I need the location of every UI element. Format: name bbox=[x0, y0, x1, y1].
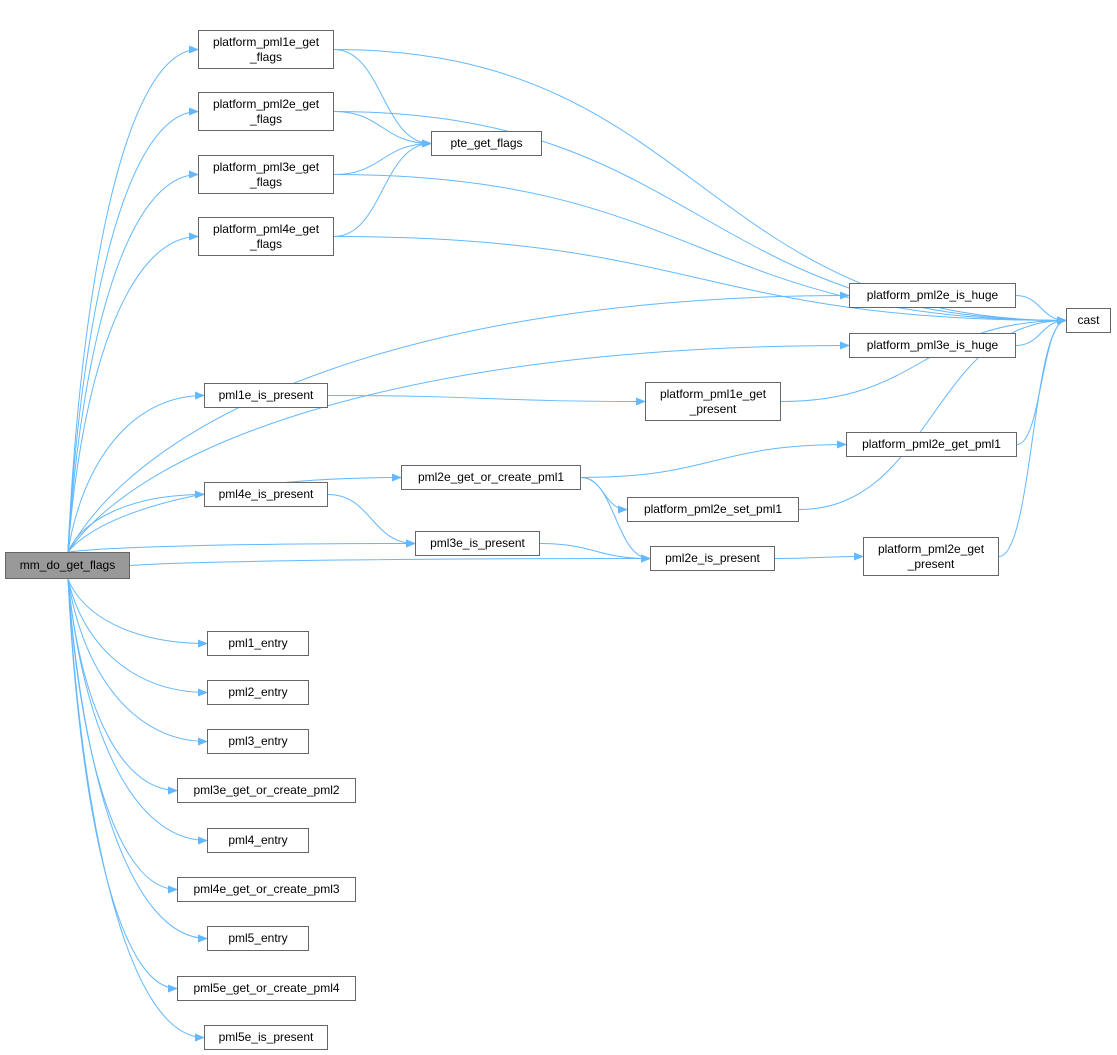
edge-pml1e_ip-to-p1gp bbox=[327, 395, 646, 406]
edge-p3ef-to-pte bbox=[333, 139, 432, 175]
node-p1ef[interactable]: platform_pml1e_get _flags bbox=[198, 30, 334, 69]
edge-root-to-goc3 bbox=[67, 578, 178, 894]
edge-p2spml1-to-cast bbox=[798, 316, 1067, 510]
node-pml2e-ip[interactable]: pml2e_is_present bbox=[650, 546, 775, 571]
node-p2gpml1[interactable]: platform_pml2e_get_pml1 bbox=[846, 432, 1017, 457]
edge-root-to-p3ef bbox=[67, 170, 199, 553]
edge-p4ef-to-cast bbox=[333, 236, 1067, 325]
node-pml4-entry[interactable]: pml4_entry bbox=[207, 828, 309, 853]
edge-root-to-p1ef bbox=[67, 45, 199, 553]
edge-root-to-pml3e_ip bbox=[67, 539, 416, 553]
edge-p3ef-to-cast bbox=[333, 174, 1067, 325]
edge-p2ef-to-pte bbox=[333, 111, 432, 148]
node-p3ef[interactable]: platform_pml3e_get _flags bbox=[198, 155, 334, 194]
edge-root-to-p2ih bbox=[67, 291, 850, 553]
edge-root-to-pml5_entry bbox=[67, 578, 208, 943]
node-root[interactable]: mm_do_get_flags bbox=[5, 552, 130, 579]
edge-p1gp-to-cast bbox=[780, 316, 1067, 402]
node-p2ih[interactable]: platform_pml2e_is_huge bbox=[849, 283, 1016, 308]
node-pml1-entry[interactable]: pml1_entry bbox=[207, 631, 309, 656]
node-goc2[interactable]: pml3e_get_or_create_pml2 bbox=[177, 778, 356, 803]
edge-root-to-pml4_entry bbox=[67, 578, 208, 845]
node-goc4[interactable]: pml5e_get_or_create_pml4 bbox=[177, 976, 356, 1001]
node-pte[interactable]: pte_get_flags bbox=[431, 131, 542, 156]
edge-root-to-pml4e_ip bbox=[67, 490, 205, 553]
edge-root-to-p2ef bbox=[67, 107, 199, 553]
edge-goc1-to-p2gpml1 bbox=[580, 440, 847, 478]
edge-root-to-pml2e_ip bbox=[129, 554, 651, 566]
edge-p1ef-to-pte bbox=[333, 49, 432, 148]
node-pml4e-ip[interactable]: pml4e_is_present bbox=[204, 482, 328, 507]
node-pml3e-ip[interactable]: pml3e_is_present bbox=[415, 531, 540, 556]
edge-root-to-goc1 bbox=[67, 473, 402, 553]
edge-p1ef-to-cast bbox=[333, 49, 1067, 325]
edge-root-to-pml5e_ip bbox=[67, 578, 205, 1042]
node-pml3-entry[interactable]: pml3_entry bbox=[207, 729, 309, 754]
edge-p3ih-to-cast bbox=[1015, 316, 1067, 346]
edge-root-to-pml1_entry bbox=[67, 578, 208, 648]
node-pml5-entry[interactable]: pml5_entry bbox=[207, 926, 309, 951]
edge-root-to-pml1e_ip bbox=[67, 391, 205, 553]
node-pml2-entry[interactable]: pml2_entry bbox=[207, 680, 309, 705]
edge-p2gp-to-cast bbox=[998, 316, 1067, 557]
node-p1gp[interactable]: platform_pml1e_get _present bbox=[645, 382, 781, 421]
node-pml1e-ip[interactable]: pml1e_is_present bbox=[204, 383, 328, 408]
edge-root-to-pml2_entry bbox=[67, 578, 208, 697]
node-goc3[interactable]: pml4e_get_or_create_pml3 bbox=[177, 877, 356, 902]
node-p3ih[interactable]: platform_pml3e_is_huge bbox=[849, 333, 1016, 358]
edge-p2ef-to-cast bbox=[333, 111, 1067, 325]
node-p2gp[interactable]: platform_pml2e_get _present bbox=[863, 537, 999, 576]
node-goc1[interactable]: pml2e_get_or_create_pml1 bbox=[401, 465, 581, 490]
edge-p2ih-to-cast bbox=[1015, 295, 1067, 325]
edge-pml3e_ip-to-pml2e_ip bbox=[539, 543, 651, 563]
edge-pml4e_ip-to-pml3e_ip bbox=[327, 494, 416, 548]
edge-root-to-p4ef bbox=[67, 232, 199, 553]
node-pml5e-ip[interactable]: pml5e_is_present bbox=[204, 1025, 328, 1050]
edge-p4ef-to-pte bbox=[333, 139, 432, 237]
edge-root-to-pml3_entry bbox=[67, 578, 208, 746]
node-p2spml1[interactable]: platform_pml2e_set_pml1 bbox=[627, 497, 799, 522]
node-p4ef[interactable]: platform_pml4e_get _flags bbox=[198, 217, 334, 256]
node-p2ef[interactable]: platform_pml2e_get _flags bbox=[198, 92, 334, 131]
edge-pml2e_ip-to-p2gp bbox=[774, 552, 864, 561]
edge-goc1-to-pml2e_ip bbox=[580, 477, 651, 563]
node-cast[interactable]: cast bbox=[1066, 308, 1111, 333]
